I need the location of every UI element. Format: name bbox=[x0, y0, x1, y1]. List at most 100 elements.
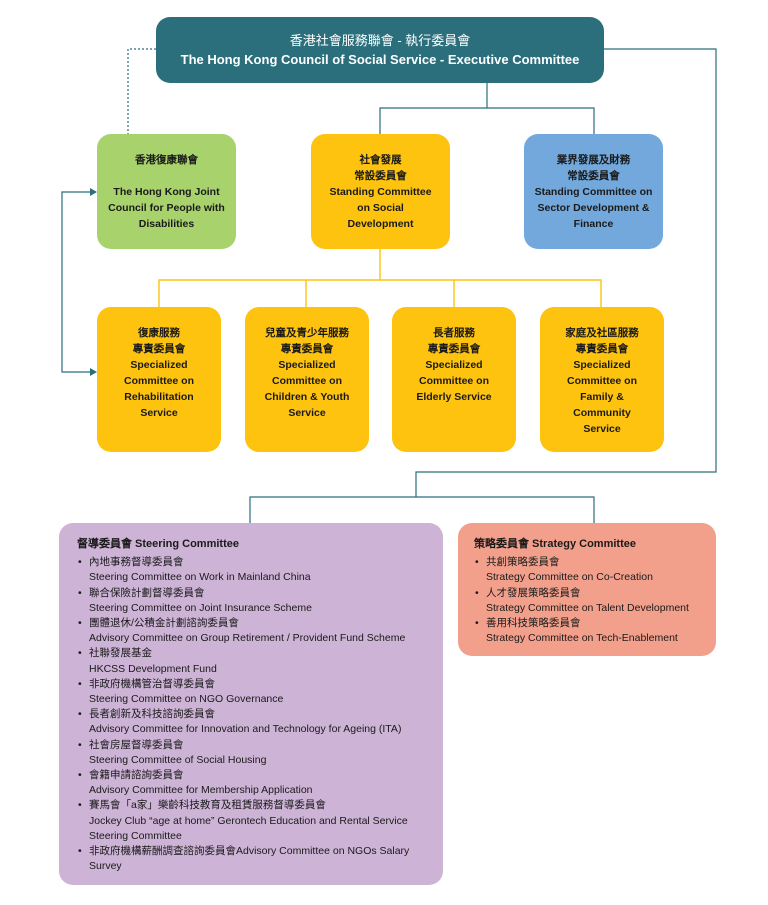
list-item: 共創策略委員會 Strategy Committee on Co-Creation bbox=[474, 555, 706, 585]
sector-development-finance-committee-box: 業界發展及財務 常設委員會 Standing Committee on Sect… bbox=[524, 134, 663, 249]
list-item: 會籍申請諮詢委員會 Advisory Committee for Membersh… bbox=[77, 768, 433, 798]
spec-zh-line: 專責委員會 bbox=[280, 343, 334, 355]
scsd-en-line: Development bbox=[347, 217, 414, 230]
list-item: 長者創新及科技諮詢委員會 Advisory Committee for Innov… bbox=[77, 707, 433, 737]
scdf-en-line: Sector Development & bbox=[537, 201, 650, 214]
specialized-committee-rehabilitation: 復康服務 專責委員會 Specialized Committee on Reha… bbox=[97, 307, 221, 452]
strategy-committee-title: 策略委員會 Strategy Committee bbox=[474, 538, 636, 550]
spec-en-line: Service bbox=[583, 423, 621, 435]
item-en: Steering Committee on Work in Mainland C… bbox=[89, 571, 311, 584]
item-zh: 賽馬會「a家」樂齡科技教育及租賃服務督導委員會 bbox=[89, 799, 326, 812]
spec-en-line: Committee on bbox=[418, 375, 489, 387]
spec-en-line: Children & Youth bbox=[264, 391, 350, 403]
specialized-committee-children-youth: 兒童及青少年服務 專責委員會 Specialized Committee on … bbox=[245, 307, 369, 452]
list-item: 社會房屋督導委員會 Steering Committee of Social Ho… bbox=[77, 738, 433, 768]
spec-zh-line: 復康服務 bbox=[138, 327, 180, 339]
list-item: 團體退休/公積金計劃諮詢委員會 Advisory Committee on Gro… bbox=[77, 616, 433, 646]
item-en: Survey bbox=[89, 860, 122, 873]
specialized-committee-elderly: 長者服務 專責委員會 Specialized Committee on Elde… bbox=[392, 307, 516, 452]
item-en: Strategy Committee on Talent Development bbox=[486, 601, 689, 614]
scdf-zh-line: 常設委員會 bbox=[567, 169, 620, 182]
item-en: Strategy Committee on Co-Creation bbox=[486, 571, 653, 584]
executive-committee-box: 香港社會服務聯會 - 執行委員會 The Hong Kong Council o… bbox=[156, 17, 604, 83]
list-item: 聯合保險計劃督導委員會 Steering Committee on Joint I… bbox=[77, 586, 433, 616]
arrowhead-jcpd bbox=[90, 188, 97, 196]
spec-zh-line: 家庭及社區服務 bbox=[565, 327, 639, 339]
item-zh: 社聯發展基金 bbox=[89, 647, 152, 660]
spec-en-line: Committee on bbox=[566, 375, 637, 387]
item-en: Jockey Club “age at home” Gerontech Educ… bbox=[89, 814, 408, 827]
item-zh: 非政府機構薪酬調查諮詢委員會Advisory Committee on NGOs… bbox=[89, 845, 410, 858]
item-zh: 團體退休/公積金計劃諮詢委員會 bbox=[89, 617, 239, 630]
spec-en-line: Family & bbox=[580, 391, 624, 403]
item-en: HKCSS Development Fund bbox=[89, 662, 217, 675]
jcpd-zh: 香港復康聯會 bbox=[135, 153, 198, 166]
spec-zh-line: 專責委員會 bbox=[575, 343, 629, 355]
item-zh: 人才發展策略委員會 bbox=[486, 586, 581, 599]
spec-zh-line: 兒童及青少年服務 bbox=[265, 327, 349, 339]
scsd-en-line: Standing Committee bbox=[329, 185, 432, 198]
strategy-committee-list: 共創策略委員會 Strategy Committee on Co-Creation… bbox=[474, 555, 706, 646]
spec-en-line: Committee on bbox=[123, 375, 194, 387]
jcpd-en-line: Disabilities bbox=[138, 217, 195, 230]
item-en: Steering Committee bbox=[89, 829, 182, 842]
scsd-en-line: on Social bbox=[357, 201, 404, 214]
item-en: Advisory Committee for Innovation and Te… bbox=[89, 723, 402, 736]
scsd-zh-line: 社會發展 bbox=[359, 153, 402, 166]
jcpd-en-line: The Hong Kong Joint bbox=[113, 185, 220, 198]
scsd-zh-line: 常設委員會 bbox=[354, 169, 407, 182]
executive-committee-zh: 香港社會服務聯會 - 執行委員會 bbox=[289, 33, 471, 48]
specialized-committee-family-community: 家庭及社區服務 專責委員會 Specialized Committee on F… bbox=[540, 307, 664, 452]
jcpd-en-line: Council for People with bbox=[108, 201, 225, 214]
arrowhead-rehab bbox=[90, 368, 97, 376]
item-en: Strategy Committee on Tech-Enablement bbox=[486, 632, 678, 645]
spec-zh-line: 專責委員會 bbox=[132, 343, 186, 355]
item-en: Steering Committee of Social Housing bbox=[89, 753, 267, 766]
spec-en-line: Specialized bbox=[425, 359, 483, 371]
list-item: 非政府機構薪酬調查諮詢委員會Advisory Committee on NGOs… bbox=[77, 844, 433, 874]
steering-committee-list: 內地事務督導委員會 Steering Committee on Work in M… bbox=[77, 555, 433, 874]
connector-specialized bbox=[158, 249, 602, 307]
strategy-committee-panel: 策略委員會 Strategy Committee 共創策略委員會 Strategy… bbox=[458, 523, 716, 656]
item-en: Advisory Committee on Group Retirement /… bbox=[89, 632, 406, 645]
scdf-en-line: Finance bbox=[573, 217, 614, 230]
item-zh: 長者創新及科技諮詢委員會 bbox=[89, 708, 215, 721]
item-en: Steering Committee on Joint Insurance Sc… bbox=[89, 601, 312, 614]
scdf-zh-line: 業界發展及財務 bbox=[556, 153, 631, 166]
spec-en-line: Specialized bbox=[130, 359, 188, 371]
connector-top-bottom bbox=[249, 48, 717, 523]
list-item: 社聯發展基金 HKCSS Development Fund bbox=[77, 646, 433, 676]
dotted-link-jcpd bbox=[127, 48, 156, 134]
spec-en-line: Service bbox=[288, 407, 326, 419]
social-development-committee-box: 社會發展 常設委員會 Standing Committee on Social … bbox=[311, 134, 450, 249]
scdf-en-line: Standing Committee on bbox=[534, 185, 653, 198]
spec-en-line: Rehabilitation bbox=[124, 391, 194, 403]
executive-committee-en: The Hong Kong Council of Social Service … bbox=[180, 52, 580, 67]
spec-en-line: Specialized bbox=[278, 359, 336, 371]
item-zh: 非政府機構管治督導委員會 bbox=[89, 677, 215, 690]
spec-en-line: Elderly Service bbox=[416, 391, 492, 403]
connector-top-standing bbox=[379, 83, 595, 134]
spec-en-line: Community bbox=[573, 407, 631, 419]
spec-en-line: Service bbox=[140, 407, 178, 419]
list-item: 內地事務督導委員會 Steering Committee on Work in M… bbox=[77, 555, 433, 585]
item-en: Steering Committee on NGO Governance bbox=[89, 693, 284, 706]
item-zh: 會籍申請諮詢委員會 bbox=[89, 769, 184, 782]
steering-committee-panel: 督導委員會 Steering Committee 內地事務督導委員會 Steeri… bbox=[59, 523, 443, 885]
spec-en-line: Specialized bbox=[573, 359, 631, 371]
double-arrow-jcpd-rehab bbox=[61, 191, 93, 373]
item-zh: 內地事務督導委員會 bbox=[89, 556, 184, 569]
list-item: 人才發展策略委員會 Strategy Committee on Talent De… bbox=[474, 586, 706, 616]
item-zh: 共創策略委員會 bbox=[486, 556, 560, 569]
spec-zh-line: 專責委員會 bbox=[427, 343, 481, 355]
list-item: 善用科技策略委員會 Strategy Committee on Tech-Enab… bbox=[474, 616, 706, 646]
item-zh: 社會房屋督導委員會 bbox=[89, 738, 184, 751]
item-zh: 善用科技策略委員會 bbox=[486, 617, 581, 630]
steering-committee-title: 督導委員會 Steering Committee bbox=[77, 538, 239, 550]
item-en: Advisory Committee for Membership Applic… bbox=[89, 784, 313, 797]
list-item: 賽馬會「a家」樂齡科技教育及租賃服務督導委員會 Jockey Club “age … bbox=[77, 798, 433, 844]
item-zh: 聯合保險計劃督導委員會 bbox=[89, 586, 205, 599]
spec-en-line: Committee on bbox=[271, 375, 342, 387]
list-item: 非政府機構管治督導委員會 Steering Committee on NGO Go… bbox=[77, 677, 433, 707]
